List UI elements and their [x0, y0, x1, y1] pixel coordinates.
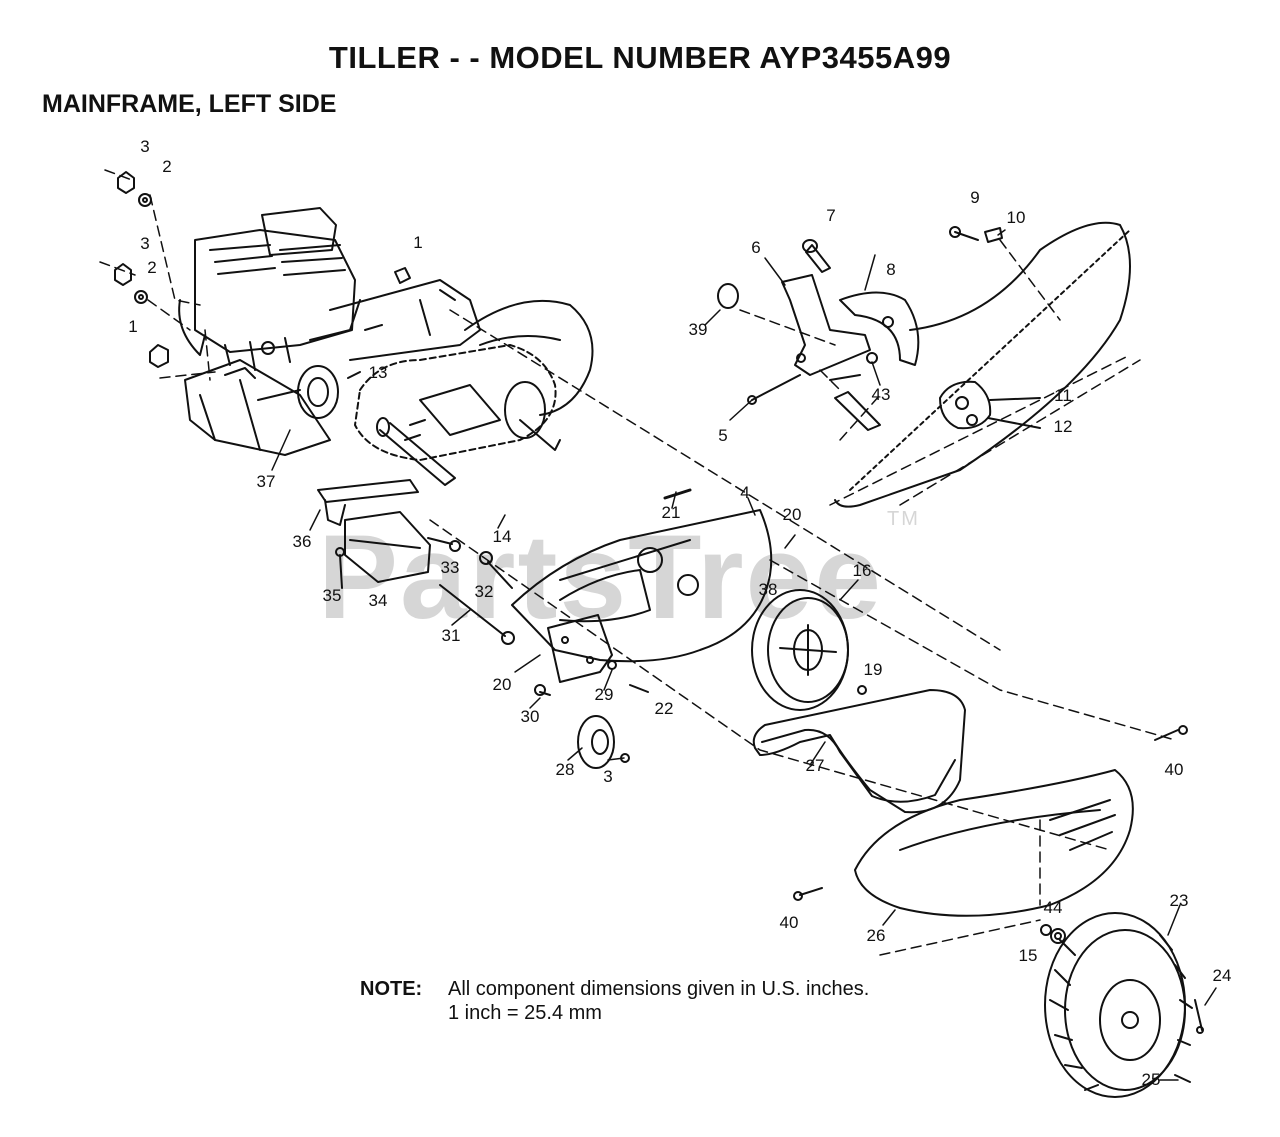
- callout-2: 2: [147, 258, 156, 277]
- callout-43: 43: [872, 385, 891, 404]
- bolt-7: [802, 239, 831, 273]
- page-title: TILLER - - MODEL NUMBER AYP3455A99: [328, 40, 952, 75]
- callout-5: 5: [718, 426, 727, 445]
- bracket-plate-20: [547, 614, 613, 683]
- section-subtitle: MAINFRAME, LEFT SIDE: [42, 90, 337, 118]
- callout-38: 38: [759, 580, 778, 599]
- note-label: NOTE:: [360, 978, 423, 1000]
- callout-32: 32: [475, 582, 494, 601]
- callout-1: 1: [413, 233, 422, 252]
- note-block: NOTE: All component dimensions given in U…: [360, 977, 869, 1025]
- left-housing-cover: [511, 488, 773, 663]
- callout-33: 33: [441, 558, 460, 577]
- engine-mount-plate: [184, 359, 331, 456]
- callout-10: 10: [1007, 208, 1026, 227]
- callout-40: 40: [1165, 760, 1184, 779]
- transmission-housing: [354, 344, 561, 461]
- leader-lines: [271, 229, 1217, 1081]
- callout-2: 2: [162, 157, 171, 176]
- shield-8: [834, 291, 920, 431]
- right-side-shield: [834, 221, 1131, 508]
- callout-9: 9: [970, 188, 979, 207]
- callout-15: 15: [1019, 946, 1038, 965]
- note-line-2: 1 inch = 25.4 mm: [448, 1002, 602, 1024]
- callout-28: 28: [556, 760, 575, 779]
- callout-19: 19: [864, 660, 883, 679]
- callout-24: 24: [1213, 966, 1232, 985]
- engine-hardware: [114, 171, 411, 379]
- bracket-36: [317, 479, 419, 526]
- callout-3: 3: [140, 234, 149, 253]
- engine-pulley: [257, 365, 339, 419]
- callout-7: 7: [826, 206, 835, 225]
- callout-36: 36: [293, 532, 312, 551]
- callout-30: 30: [521, 707, 540, 726]
- drive-shaft: [376, 417, 456, 486]
- callout-6: 6: [751, 238, 760, 257]
- callout-29: 29: [595, 685, 614, 704]
- large-pulley: [751, 589, 867, 711]
- callout-11: 11: [1054, 386, 1072, 405]
- callout-44: 44: [1044, 898, 1063, 917]
- callout-3: 3: [140, 137, 149, 156]
- mainframe-upper: [329, 279, 594, 416]
- callout-1: 1: [128, 317, 137, 336]
- callout-26: 26: [867, 926, 886, 945]
- callout-34: 34: [369, 591, 388, 610]
- bolt-5: [747, 374, 801, 405]
- callout-39: 39: [689, 320, 708, 339]
- callout-31: 31: [442, 626, 461, 645]
- wheel: [1040, 912, 1204, 1098]
- callout-20: 20: [493, 675, 512, 694]
- callout-25: 25: [1142, 1070, 1161, 1089]
- callout-22: 22: [655, 699, 674, 718]
- note-line-1: All component dimensions given in U.S. i…: [448, 978, 870, 1000]
- engine: [178, 207, 361, 371]
- bolt-9-nut-10: [949, 226, 1003, 243]
- callout-20: 20: [783, 505, 802, 524]
- callout-23: 23: [1170, 891, 1189, 910]
- knob-11-12: [939, 380, 1041, 430]
- bolts-left: [335, 537, 515, 645]
- callout-14: 14: [493, 527, 512, 546]
- callout-37: 37: [257, 472, 276, 491]
- callout-4: 4: [740, 483, 749, 502]
- callout-21: 21: [662, 503, 681, 522]
- callout-13: 13: [369, 363, 388, 382]
- callout-3: 3: [603, 767, 612, 786]
- callout-35: 35: [323, 586, 342, 605]
- callout-12: 12: [1054, 417, 1073, 436]
- watermark-tm: TM: [887, 508, 920, 530]
- fender: [854, 769, 1134, 917]
- bracket-6: [717, 274, 871, 381]
- callout-40: 40: [780, 913, 799, 932]
- assembly-lines: [99, 169, 1176, 956]
- idler-pulley: [534, 660, 649, 769]
- guard-34: [344, 511, 431, 583]
- fender-bolts: [793, 725, 1188, 901]
- callout-8: 8: [886, 260, 895, 279]
- callout-27: 27: [806, 756, 825, 775]
- callout-16: 16: [853, 561, 872, 580]
